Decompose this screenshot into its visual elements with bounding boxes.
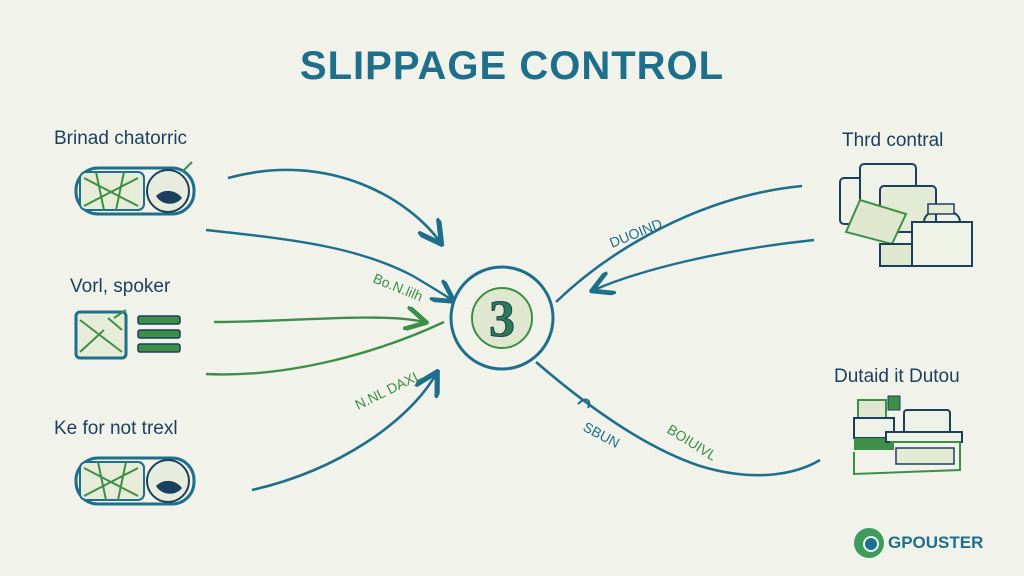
desk-box-icon: [853, 395, 963, 476]
left-item-label-2: Vorl, spoker: [70, 276, 171, 297]
left-item-label-3: Ke for not trexl: [54, 418, 178, 439]
brand-mark-icon: [854, 528, 884, 558]
right-item-label-2: Dutaid it Dutou: [834, 366, 960, 387]
left-item-label-1: Brinad chatorric: [54, 128, 188, 149]
map-globe-icon: [74, 161, 196, 216]
connector-left-1: [227, 168, 440, 242]
right-item-label-1: Thrd contral: [842, 130, 944, 151]
edge-label-5: BOIUIVL: [664, 421, 720, 464]
edge-label-1: Bo.N.lilh: [371, 270, 425, 304]
map-icon: [74, 456, 196, 506]
brand-logo: GPOUSTER: [854, 528, 983, 558]
connector-right-2: [594, 238, 815, 290]
document-stack-icon: [839, 163, 937, 267]
brand-name: GPOUSTER: [888, 533, 984, 552]
page-title: SLIPPAGE CONTROL: [299, 44, 725, 88]
connector-right-3: [535, 361, 821, 477]
connector-left-3: [213, 318, 424, 322]
connector-left-2: [205, 228, 452, 300]
edge-label-3: DUOIND: [607, 215, 664, 251]
connector-left-5: [251, 374, 436, 492]
connector-right-hook: [577, 398, 591, 409]
map-list-icon: [74, 309, 181, 360]
shopping-bag-icon: [911, 203, 973, 267]
connector-left-4: [205, 320, 445, 376]
center-node-text: 3: [489, 291, 515, 348]
connector-right-1: [555, 184, 803, 303]
center-node: 3: [449, 265, 555, 371]
